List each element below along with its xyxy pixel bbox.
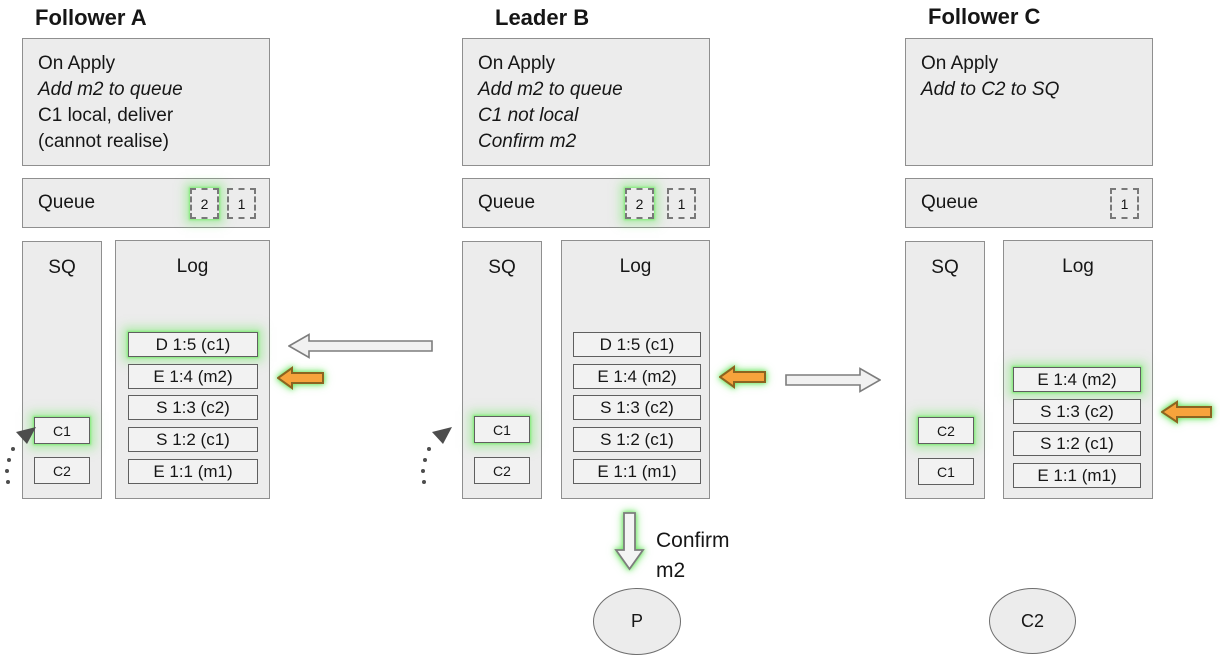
confirm-line-2: m2	[656, 559, 686, 582]
process-p: P	[593, 588, 681, 655]
sq-box: SQ	[905, 241, 985, 499]
log-entry: E 1:4 (m2)	[573, 364, 701, 389]
sq-item: C1	[34, 417, 90, 444]
ack-arrow-follower-a-icon	[277, 366, 324, 390]
sq-header: SQ	[931, 257, 959, 278]
queue-item: 1	[667, 188, 696, 219]
confirm-arrow-down-icon	[614, 512, 645, 571]
log-entry: E 1:4 (m2)	[1013, 367, 1141, 392]
sq-box: SQ	[462, 241, 542, 499]
on-apply-box: On Apply Add to C2 to SQ	[905, 38, 1153, 166]
replicate-arrow-to-follower-c-icon	[785, 367, 881, 393]
sq-box: SQ	[22, 241, 102, 499]
apply-line: Confirm m2	[478, 131, 577, 152]
queue-label: Queue	[921, 192, 979, 213]
log-entry: D 1:5 (c1)	[573, 332, 701, 357]
log-entry: S 1:2 (c1)	[128, 427, 258, 452]
sq-item: C2	[474, 457, 530, 484]
queue-label: Queue	[38, 192, 96, 213]
sq-header: SQ	[48, 257, 76, 278]
on-apply-box: On Apply Add m2 to queue C1 not local Co…	[462, 38, 710, 166]
log-header: Log	[176, 256, 209, 277]
apply-line: On Apply	[38, 53, 116, 74]
queue-item: 2	[190, 188, 219, 219]
log-entry: E 1:1 (m1)	[128, 459, 258, 484]
log-header: Log	[619, 256, 652, 277]
log-header: Log	[1062, 256, 1094, 277]
ack-arrow-leader-b-icon	[719, 365, 766, 389]
confirm-line-1: Confirm	[656, 529, 730, 552]
log-entry: E 1:1 (m1)	[573, 459, 701, 484]
queue-box: Queue	[462, 178, 710, 228]
queue-label: Queue	[478, 192, 536, 213]
dotted-arrow-leader-b-sq-icon	[421, 427, 452, 484]
log-entry: E 1:1 (m1)	[1013, 463, 1141, 488]
sq-item: C2	[918, 417, 974, 444]
on-apply-box: On Apply Add m2 to queue C1 local, deliv…	[22, 38, 270, 166]
apply-line: Add m2 to queue	[478, 79, 623, 100]
log-entry: E 1:4 (m2)	[128, 364, 258, 389]
apply-line: On Apply	[921, 53, 999, 74]
sq-header: SQ	[488, 257, 516, 278]
apply-line: C1 local, deliver	[38, 105, 174, 126]
dotted-arrow-follower-a-sq-icon	[5, 427, 36, 484]
ack-arrow-follower-c-icon	[1161, 400, 1212, 424]
log-entry: S 1:3 (c2)	[128, 395, 258, 420]
replicate-arrow-to-follower-a-icon	[288, 333, 433, 359]
log-entry: S 1:3 (c2)	[1013, 399, 1141, 424]
node-title-follower-a: Follower A	[35, 5, 147, 30]
log-entry: S 1:2 (c1)	[573, 427, 701, 452]
process-c2: C2	[989, 588, 1076, 654]
confirm-m2-label: Confirm m2	[656, 526, 730, 586]
node-title-leader-b: Leader B	[495, 5, 590, 30]
apply-line: Add to C2 to SQ	[921, 79, 1060, 100]
apply-line: (cannot realise)	[38, 131, 169, 152]
sq-item: C1	[474, 416, 530, 443]
queue-item: 1	[1110, 188, 1139, 219]
queue-item: 1	[227, 188, 256, 219]
log-entry: D 1:5 (c1)	[128, 332, 258, 357]
queue-item: 2	[625, 188, 654, 219]
sq-item: C1	[918, 458, 974, 485]
sq-item: C2	[34, 457, 90, 484]
node-title-follower-c: Follower C	[928, 4, 1041, 29]
apply-line: C1 not local	[478, 105, 579, 126]
apply-line: On Apply	[478, 53, 556, 74]
apply-line: Add m2 to queue	[38, 79, 183, 100]
log-entry: S 1:3 (c2)	[573, 395, 701, 420]
log-entry: S 1:2 (c1)	[1013, 431, 1141, 456]
